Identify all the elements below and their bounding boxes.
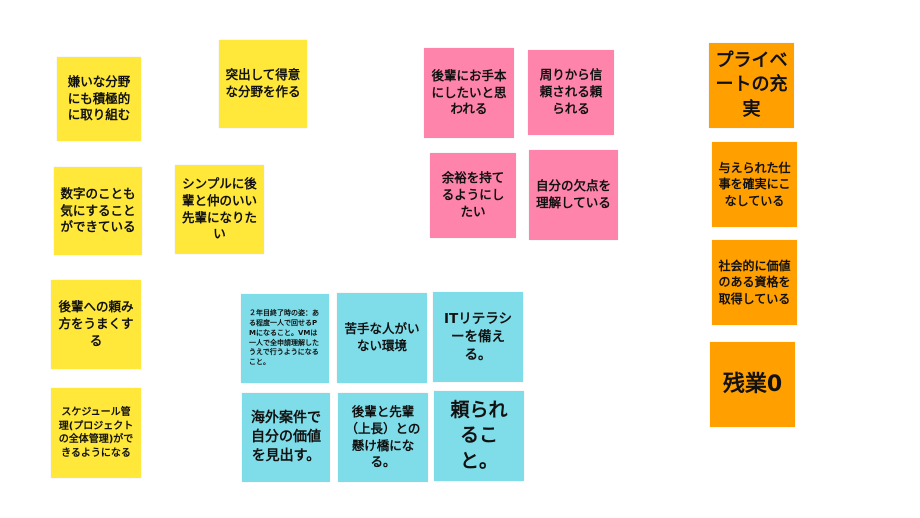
sticky-note[interactable]: 後輩と先輩（上長）との懸け橋になる。 (338, 393, 428, 482)
sticky-note[interactable]: シンプルに後輩と仲のいい先輩になりたい (175, 165, 264, 254)
sticky-note[interactable]: ITリテラシーを備える。 (433, 292, 523, 382)
sticky-note[interactable]: 残業0 (710, 342, 795, 427)
sticky-note[interactable]: 自分の欠点を理解している (529, 150, 618, 240)
sticky-note[interactable]: 与えられた仕事を確実にこなしている (712, 142, 797, 227)
sticky-note[interactable]: 突出して得意な分野を作る (219, 40, 307, 128)
sticky-note[interactable]: ２年目終了時の姿：ある程度一人で回せるPMになること。VMは一人で全申請理解した… (241, 294, 329, 383)
sticky-note[interactable]: スケジュール管理(プロジェクトの全体管理)ができるようになる (51, 388, 141, 478)
sticky-note[interactable]: 余裕を持てるようにしたい (430, 153, 516, 238)
sticky-note[interactable]: 苦手な人がいない環境 (337, 293, 427, 383)
sticky-note[interactable]: 社会的に価値のある資格を取得している (712, 240, 797, 325)
sticky-note[interactable]: 後輩にお手本にしたいと思われる (424, 48, 514, 138)
sticky-note[interactable]: 嫌いな分野にも積極的に取り組む (57, 57, 141, 141)
sticky-note[interactable]: 頼られること。 (434, 391, 524, 481)
sticky-note[interactable]: 後輩への頼み方をうまくする (51, 280, 141, 369)
sticky-note[interactable]: 海外案件で自分の価値を見出す。 (242, 393, 330, 482)
sticky-note[interactable]: 周りから信頼される頼られる (528, 50, 614, 135)
sticky-note[interactable]: プライベートの充実 (709, 43, 794, 128)
sticky-note[interactable]: 数字のことも気にすることができている (54, 167, 142, 255)
